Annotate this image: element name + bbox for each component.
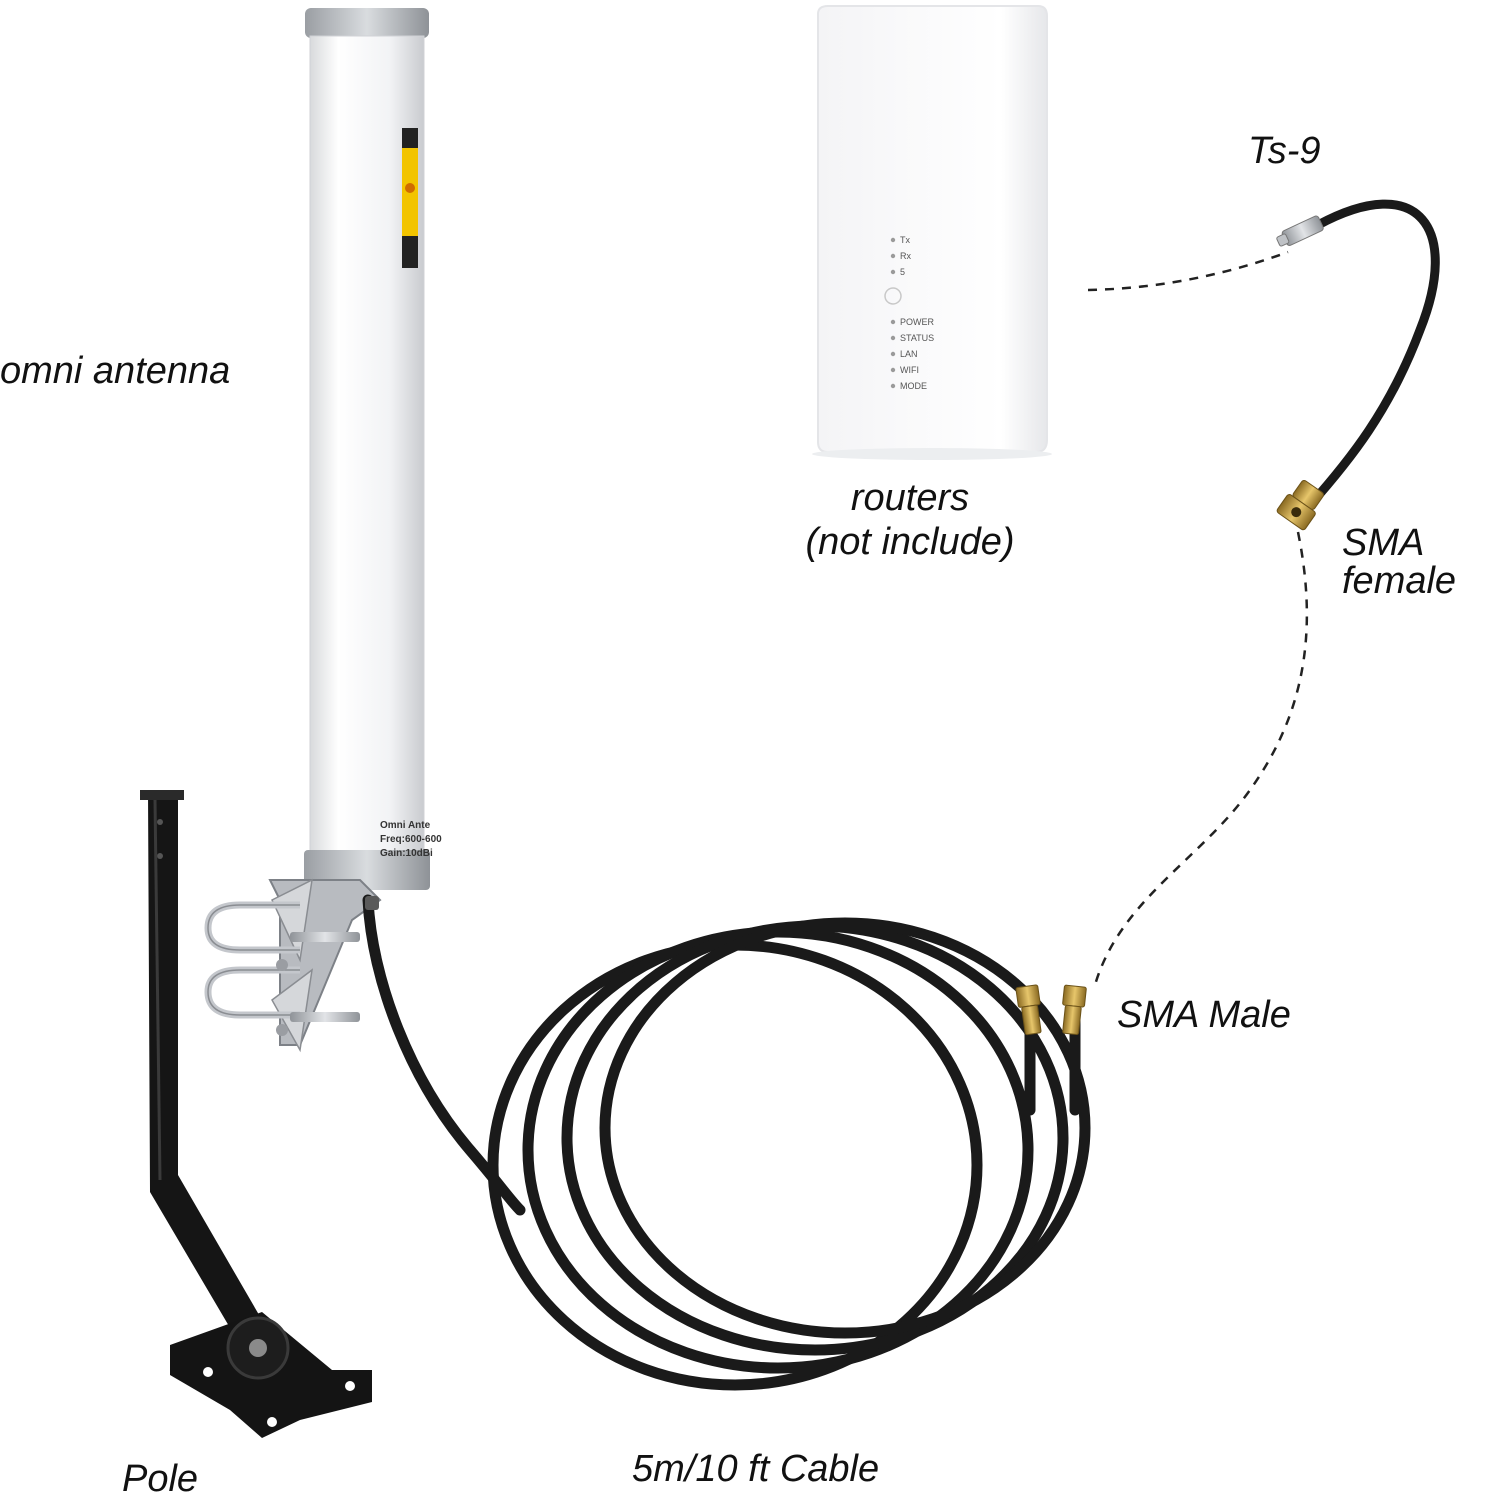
label-routers: routers (not include): [760, 476, 1060, 564]
ts9-connector: [1276, 215, 1324, 247]
mounting-pole: [140, 790, 372, 1438]
label-sma-female-line2: female: [1342, 560, 1457, 602]
label-pole: Pole: [122, 1458, 199, 1500]
antenna-spec-label: Omni Ante Freq:600-600 Gain:10dBi: [380, 820, 442, 859]
router-device: Tx Rx 5 POWER STATUS LAN WIFI MODE: [812, 5, 1052, 460]
router-indicator-5: 5: [900, 267, 905, 277]
dashed-line-router-to-ts9: [1087, 250, 1289, 292]
router-indicator-tx: Tx: [900, 235, 910, 245]
antenna-warning-sticker: [402, 128, 418, 268]
sma-male-connectors: [1015, 984, 1087, 1036]
coiled-cable: [362, 894, 1091, 1391]
antenna-spec-freq: Freq:600-600: [380, 834, 442, 845]
mounting-bracket: [204, 878, 382, 1053]
antenna-spec-gain: Gain:10dBi: [380, 848, 433, 859]
sma-male-connector-left: [1015, 984, 1042, 1036]
label-sma-male: SMA Male: [1117, 994, 1291, 1036]
pole-base-plate: [170, 1312, 372, 1438]
label-omni-antenna: omni antenna: [0, 350, 231, 392]
ts9-pigtail-cable: [1276, 199, 1440, 531]
router-indicator-wifi: WIFI: [900, 365, 919, 375]
omni-antenna: Omni Ante Freq:600-600 Gain:10dBi: [304, 8, 442, 890]
antenna-cable-port: [365, 896, 379, 910]
router-indicator-lights: [884, 237, 902, 389]
label-routers-line2: (not include): [805, 521, 1015, 563]
sma-female-connector: [1276, 479, 1324, 531]
label-cable: 5m/10 ft Cable: [632, 1448, 880, 1490]
dashed-line-sma-female-to-male: [1093, 531, 1309, 986]
antenna-spec-name: Omni Ante: [380, 820, 431, 831]
label-ts9: Ts-9: [1248, 130, 1321, 172]
router-indicator-rx: Rx: [900, 251, 911, 261]
router-indicator-lan: LAN: [900, 349, 918, 359]
label-routers-line1: routers: [850, 477, 970, 519]
router-indicator-status: STATUS: [900, 333, 934, 343]
router-indicator-mode: MODE: [900, 381, 927, 391]
label-sma-female-line1: SMA: [1342, 522, 1425, 564]
label-sma-female: SMA female: [1342, 524, 1456, 600]
router-indicator-power: POWER: [900, 317, 935, 327]
sma-male-connector-right: [1062, 984, 1087, 1036]
